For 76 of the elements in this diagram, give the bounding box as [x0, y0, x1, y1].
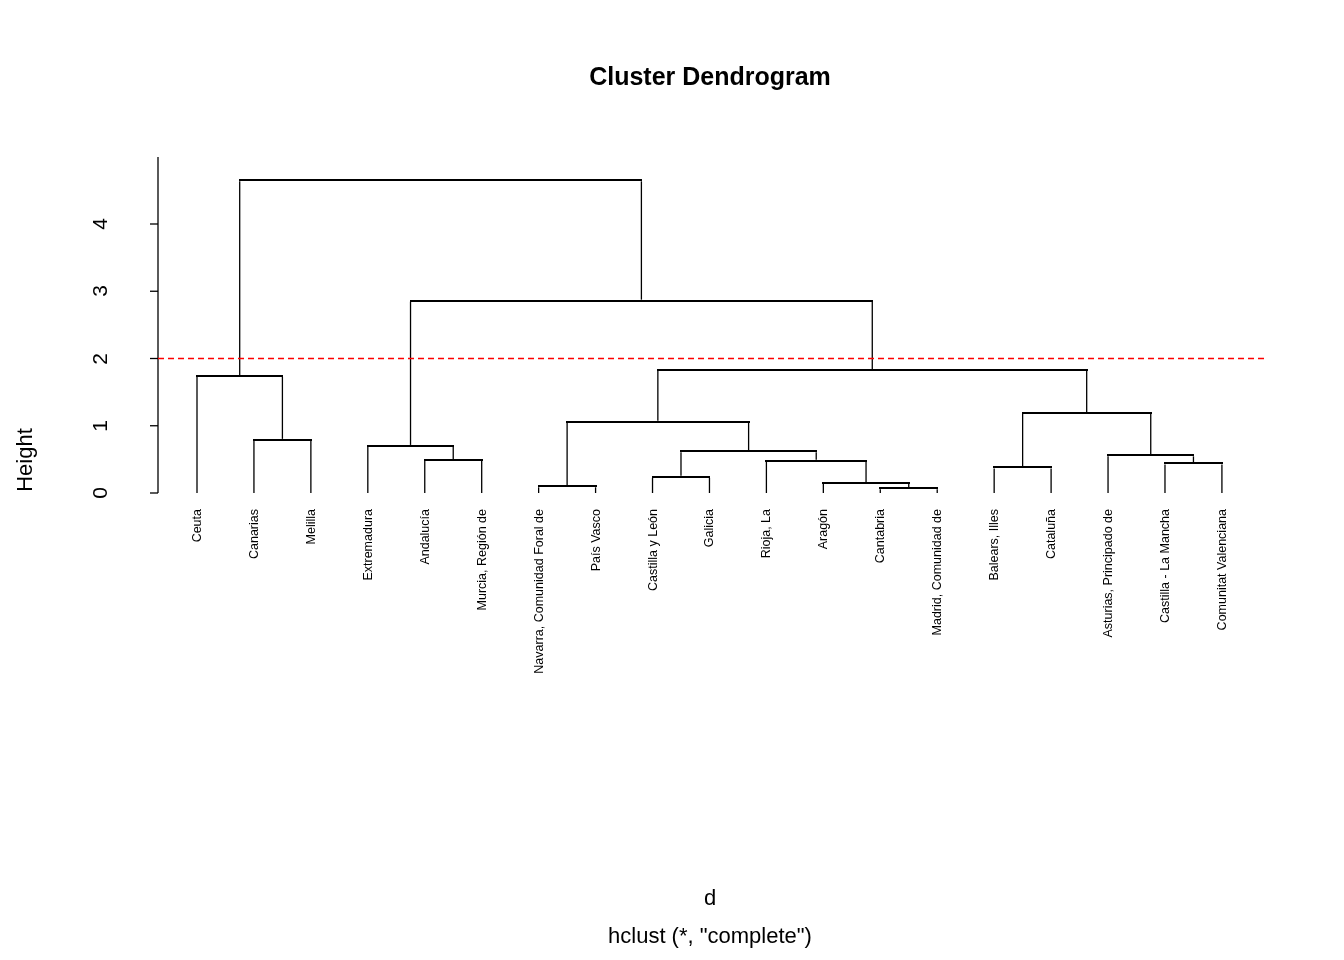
dendrogram-branch	[481, 460, 483, 494]
tick-label: 4	[89, 218, 111, 230]
dendrogram-branch	[747, 422, 750, 451]
dendrogram-branch	[281, 376, 284, 440]
dendrogram-branch	[424, 460, 426, 494]
axis-title: Height	[13, 428, 37, 492]
tick-label: 2	[89, 352, 111, 365]
merge-bar	[1021, 411, 1152, 414]
dendrogram-branch	[936, 488, 938, 494]
dendrogram-branch	[1221, 463, 1223, 494]
leaf-label: Castilla - La Mancha	[1157, 493, 1172, 623]
dendrogram-branch	[765, 461, 768, 494]
leaf-label: Murcia, Región de	[474, 493, 489, 611]
dendrogram-branch	[879, 488, 881, 494]
dendrogram-branch	[594, 486, 597, 494]
tick-label: 0	[89, 487, 111, 499]
dendrogram-branch	[566, 422, 568, 486]
dendrogram-branch	[253, 440, 255, 494]
leaf-label: Andalucía	[417, 493, 432, 565]
dendrogram-branch	[871, 301, 873, 370]
dendrogram-branch	[310, 440, 312, 494]
leaf-label: Aragón	[816, 493, 831, 550]
merge-bar	[409, 299, 874, 302]
leaf-label: Galicia	[702, 493, 717, 548]
merge-bar	[879, 487, 939, 490]
leaf-label: Madrid, Comunidad de	[930, 493, 945, 636]
dendrogram-branch	[1086, 370, 1088, 413]
dendrogram-branch	[367, 446, 369, 494]
merge-bar	[1163, 462, 1223, 465]
merge-bar	[423, 459, 483, 462]
leaf-label: Rioja, La	[759, 493, 774, 559]
method-note: hclust (*, "complete")	[608, 923, 812, 949]
dendrogram-branch	[993, 467, 995, 494]
tick-label: 1	[89, 419, 111, 432]
dendrogram-branch	[1164, 463, 1166, 494]
leaf-label: Cantabria	[873, 493, 888, 564]
dendrogram-branch	[908, 483, 910, 488]
dendrogram-branch	[1150, 413, 1152, 455]
dendrogram-branch	[1192, 455, 1195, 464]
dendrogram-branch	[640, 180, 643, 301]
merge-bar	[238, 179, 643, 182]
leaf-label: Extremadura	[360, 493, 375, 581]
merge-bar	[537, 485, 597, 488]
leaf-label: Canarias	[246, 493, 261, 560]
axis-title: d	[703, 885, 717, 911]
chart-title: Cluster Dendrogram	[589, 62, 831, 91]
dendrogram-branch	[239, 180, 241, 376]
merge-bar	[566, 420, 750, 423]
dendrogram-branch	[865, 461, 867, 483]
leaf-label: Castilla y León	[645, 493, 660, 591]
merge-bar	[252, 438, 312, 441]
dendrogram-branch	[1107, 455, 1109, 494]
dendrogram-branch	[1022, 413, 1024, 468]
tick-label: 3	[89, 285, 111, 298]
leaf-label: Navarra, Comunidad Foral de	[531, 493, 546, 674]
dendrogram-branch	[538, 486, 540, 494]
leaf-label: Asturias, Principado de	[1101, 493, 1116, 638]
merge-bar	[993, 466, 1053, 469]
merge-bar	[765, 459, 868, 462]
dendrogram-branch	[409, 301, 412, 446]
leaf-label: Cataluña	[1044, 493, 1059, 560]
merge-bar	[1107, 454, 1195, 457]
dendrogram-branch	[1050, 467, 1052, 494]
dendrogram-branch	[196, 376, 198, 494]
merge-bar	[651, 475, 711, 478]
dendrogram-branch	[657, 370, 659, 422]
leaf-label: Ceuta	[190, 493, 204, 543]
dendrogram-branch	[680, 451, 682, 477]
merge-bar	[680, 450, 818, 453]
leaf-label: País Vasco	[588, 493, 603, 572]
merge-bar	[366, 444, 455, 447]
leaf-label: Balears, Illes	[987, 493, 1002, 581]
merge-bar	[822, 481, 910, 484]
merge-bar	[656, 368, 1088, 371]
leaf-label: Melilla	[303, 493, 318, 545]
leaf-label: Comunitat Valenciana	[1214, 493, 1229, 631]
